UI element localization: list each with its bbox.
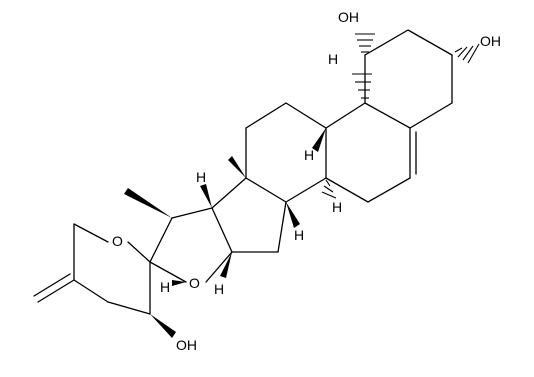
h-label-c10: H (328, 51, 338, 67)
furan-oxygen-label: O (189, 275, 200, 291)
ring-a (364, 29, 453, 129)
pyran-oxygen-label: O (112, 233, 123, 249)
h-label-c22: H (160, 279, 170, 295)
h-label-c14: H (294, 227, 304, 243)
atom-labels: OH OH O O OH H H H H H H H (112, 9, 501, 353)
hydroxyl-label-c3: OH (480, 33, 501, 49)
hydroxyl-label-c1: OH (338, 9, 359, 25)
ring-e (149, 207, 233, 283)
h-label-c8: H (332, 199, 342, 215)
ring-b (325, 102, 417, 203)
hydroxyl-label-c23: OH (176, 337, 197, 353)
h-label-c17: H (196, 169, 206, 185)
h-label-c9: H (304, 147, 314, 163)
substituents (124, 33, 480, 338)
h-label-c16: H (214, 281, 224, 297)
ring-f (33, 223, 151, 315)
ring-c (245, 102, 327, 203)
ring-d (211, 177, 287, 253)
stereo-h-bonds (172, 128, 337, 286)
